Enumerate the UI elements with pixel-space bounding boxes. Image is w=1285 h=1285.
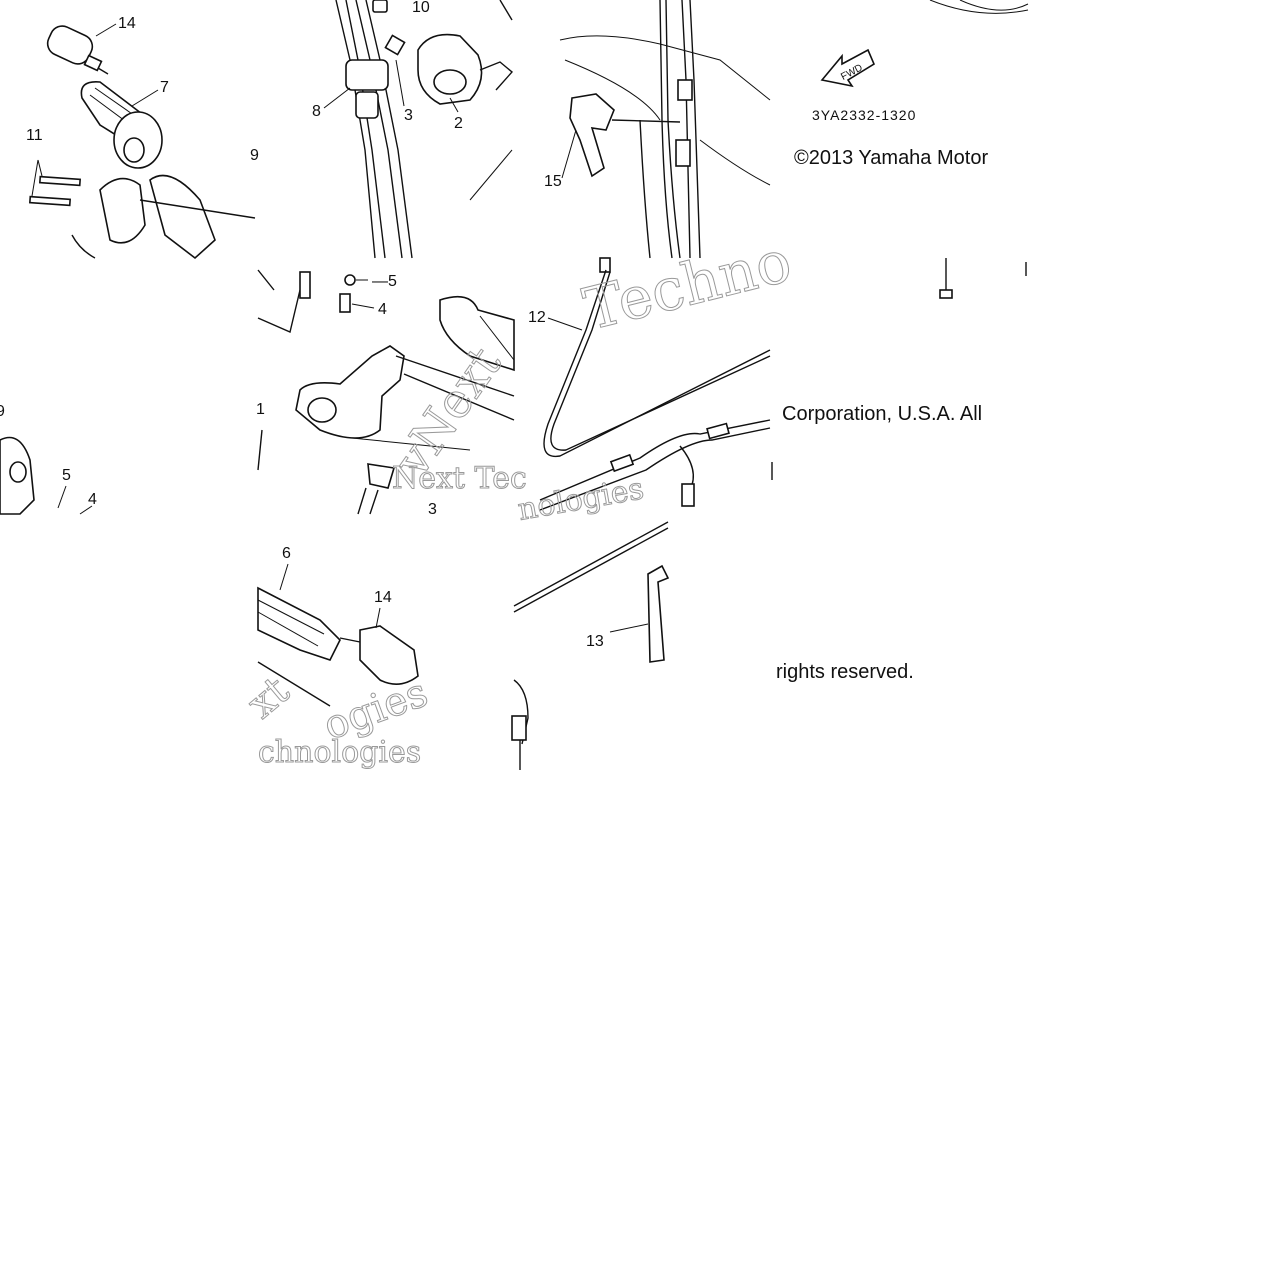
callout-6: 6 [282, 545, 291, 562]
small-bolt [939, 289, 953, 299]
callout-5: —5 [372, 273, 397, 290]
tile-fwd-code: FWD 3YA2332-1320 ©2013 Yamaha Motor [794, 0, 1029, 169]
tile-copyright: Corporation, U.S.A. All [771, 258, 1027, 480]
copyright-line-3: rights reserved. [776, 661, 914, 683]
tile-cable-routing: 12 [528, 257, 771, 511]
callout-10: 10 [412, 0, 430, 16]
callout-7: 7 [160, 79, 169, 96]
fwd-arrow-icon: FWD [820, 48, 876, 88]
cable-clamp [569, 93, 615, 178]
copyright-line-1: ©2013 Yamaha Motor [794, 147, 988, 169]
tile-frame-clamp: 15 [544, 0, 771, 259]
watermark-next-tec: Next Tec [392, 461, 527, 496]
tile-left-fragment: 9 5 4 [0, 403, 97, 515]
watermark-techno: Techno [577, 227, 798, 344]
watermark-chnologies: chnologies [258, 735, 421, 770]
cable-joint [677, 79, 693, 101]
callout-15: 15 [544, 173, 562, 190]
grip-end-cap [46, 25, 109, 75]
tile-lever-bracket: —5 4 1 3 [256, 269, 515, 518]
nut [372, 0, 388, 13]
callout-1: 1 [256, 401, 265, 418]
part-code: 3YA2332-1320 [812, 107, 916, 123]
tile-throttle-grip: 14 7 11 9 [26, 15, 259, 260]
tile-cable-holder: 8 3 2 10 [312, 0, 514, 259]
cable-fitting [681, 483, 695, 507]
grip-end-cap-lower [359, 625, 419, 685]
callout-2: 2 [454, 115, 463, 132]
tile-grip-lower: 6 14 [257, 545, 419, 707]
throttle-grip [80, 81, 163, 169]
callout-9: 9 [250, 147, 259, 164]
screw [384, 34, 406, 56]
callout-11: 11 [26, 127, 43, 144]
grip-6 [257, 586, 341, 661]
bolt-4 [339, 293, 351, 313]
left-grip [439, 295, 515, 372]
callout-14-lower: 14 [374, 589, 392, 606]
callout-3-lower: 3 [428, 501, 437, 518]
watermark: Techno vNext Next Tec nologies chnologie… [238, 226, 798, 770]
watermark-nologies: nologies [515, 471, 646, 528]
washer-5 [344, 274, 356, 286]
screw-left [299, 271, 311, 299]
cable-strap [647, 564, 670, 663]
tile-strap: 13 [511, 521, 670, 770]
callout-8: 8 [312, 103, 321, 120]
callout-13: 13 [586, 633, 604, 650]
callout-3: 3 [404, 107, 413, 124]
callout-14: 14 [118, 15, 136, 32]
copyright-line-2: Corporation, U.S.A. All [782, 403, 982, 425]
bracket-bolts [28, 159, 82, 207]
lever-bracket [295, 345, 405, 439]
watermark-xt: xt [239, 668, 298, 728]
callout-9-lower: 9 [0, 403, 5, 420]
callout-5-lower: 5 [62, 467, 71, 484]
cable-adjuster [345, 59, 389, 91]
callout-4: 4 [378, 301, 387, 318]
callout-12: 12 [528, 309, 546, 326]
callout-4-lower: 4 [88, 491, 97, 508]
throttle-housing [71, 174, 256, 260]
